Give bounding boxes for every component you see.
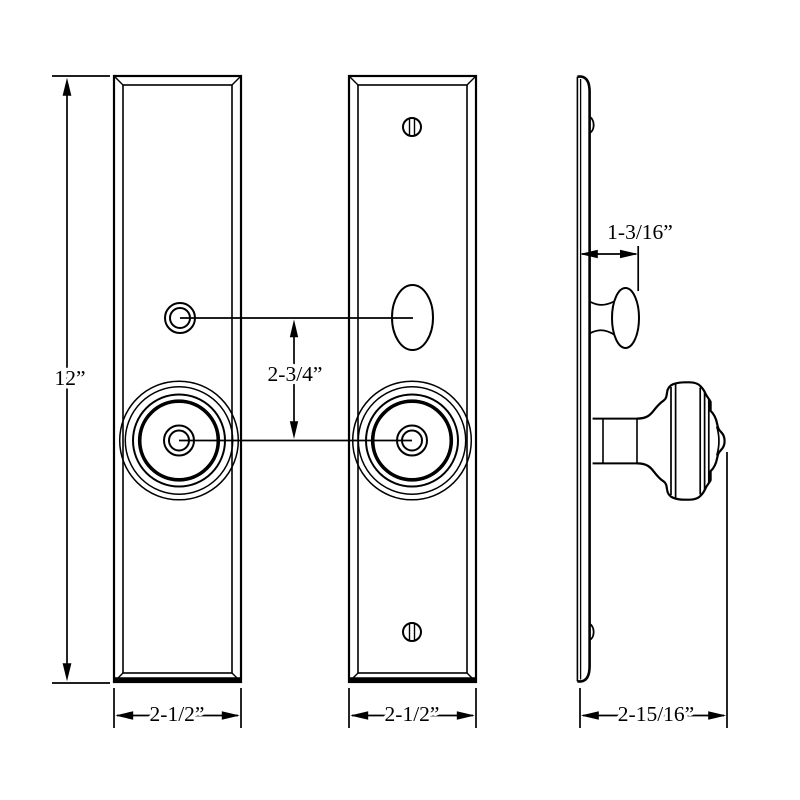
- arrowhead-down: [289, 421, 299, 439]
- arrowhead-right: [708, 711, 727, 720]
- arrowhead-left: [579, 249, 598, 259]
- interior-plate-outline: [347, 74, 478, 684]
- exterior-plate-front-view: [112, 74, 243, 684]
- label-thumbturn-projection: 1-3/16”: [607, 220, 673, 244]
- screw-head: [402, 117, 422, 137]
- bottom-mounting-screw: [402, 622, 422, 642]
- arrowhead-up: [289, 319, 299, 338]
- label-exterior-plate-width: 2-1/2”: [150, 702, 205, 726]
- dim-center-to-center: [179, 317, 413, 442]
- thumbturn-knob-oval: [611, 287, 640, 349]
- bevel-corner-line: [466, 75, 477, 86]
- dim-knob-projection: [579, 452, 728, 728]
- bevel-corner-line: [348, 75, 359, 86]
- label-interior-plate-width: 2-1/2”: [385, 702, 440, 726]
- side-profile-view: [576, 75, 726, 683]
- screw-head: [402, 622, 422, 642]
- knob-profile: [592, 381, 726, 501]
- thumbturn-stem-top: [589, 300, 615, 306]
- exterior-plate-bevel: [122, 84, 233, 674]
- label-center-to-center: 2-3/4”: [268, 362, 323, 386]
- arrowhead-down: [62, 663, 72, 682]
- dim-interior-plate-width: [348, 688, 477, 728]
- bevel-corner-line: [231, 75, 242, 86]
- label-knob-projection: 2-15/16”: [618, 702, 694, 726]
- thumbturn-profile: [589, 287, 640, 349]
- dim-exterior-plate-width: [113, 688, 242, 728]
- arrowhead-left: [580, 711, 599, 720]
- bevel-corner-line: [113, 75, 124, 86]
- interior-plate-bevel: [357, 84, 468, 674]
- plate-edge-front-face: [577, 75, 591, 683]
- arrowhead-left: [115, 711, 134, 720]
- arrowhead-right: [456, 711, 475, 720]
- top-mounting-screw: [402, 117, 422, 137]
- dimension-labels: 12” 2-3/4” 2-1/2” 2-1/2” 1-3/16” 2-15/16…: [51, 217, 698, 730]
- thumbturn-stem-bottom: [589, 329, 615, 336]
- knob-silhouette: [636, 381, 726, 501]
- exterior-plate-outline: [112, 74, 243, 684]
- interior-plate-front-view: [347, 74, 478, 684]
- dim-plate-height: [52, 75, 110, 684]
- bottom-screw-profile: [589, 623, 595, 641]
- dim-thumbturn-projection: [579, 246, 640, 291]
- knob-tip-arc: [715, 426, 720, 456]
- top-screw-profile: [589, 116, 595, 134]
- arrowhead-up: [62, 77, 72, 96]
- arrowhead-right: [221, 711, 240, 720]
- dimension-lines: [52, 75, 728, 728]
- label-plate-height: 12”: [54, 366, 85, 390]
- arrowhead-left: [350, 711, 369, 720]
- arrowhead-right: [620, 249, 638, 259]
